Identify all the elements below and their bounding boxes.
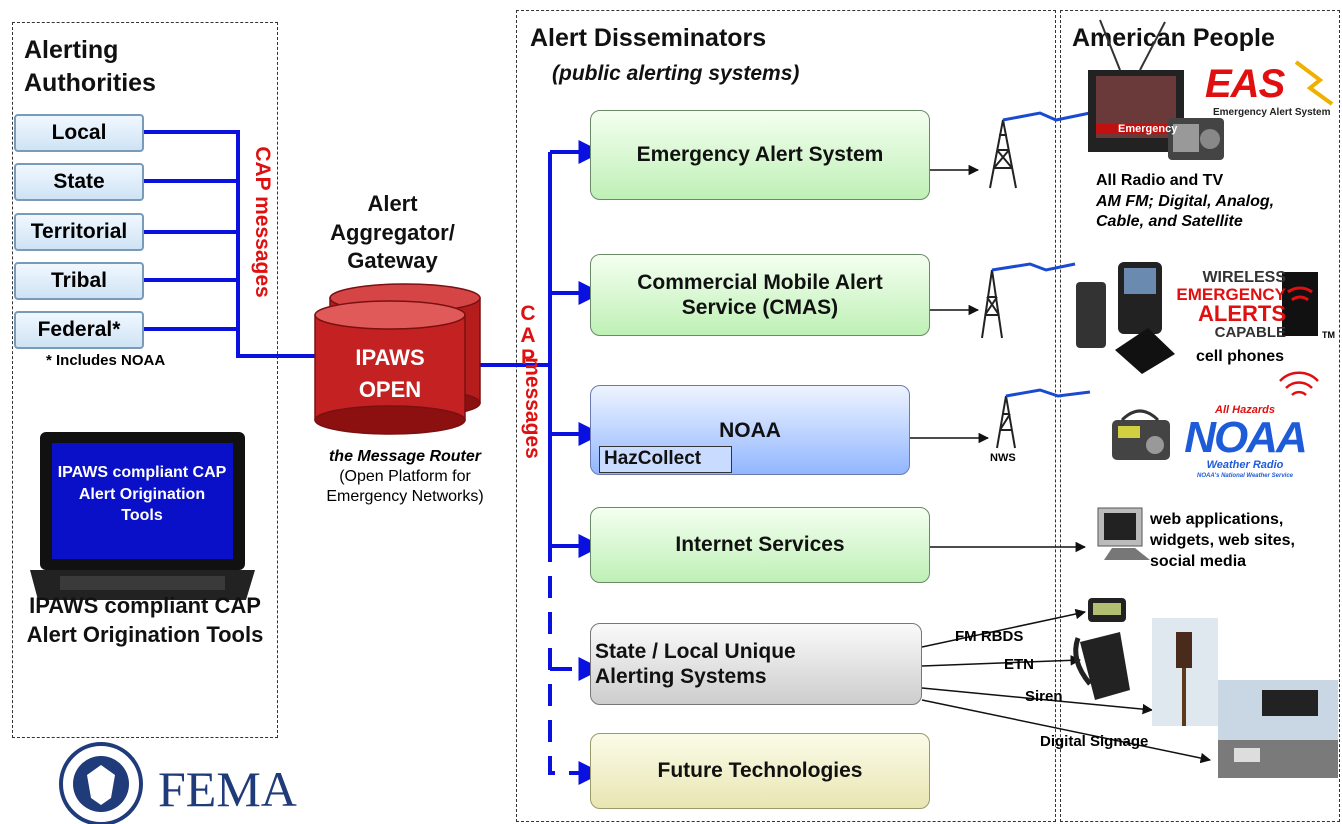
ipaws-label: IPAWS bbox=[355, 345, 425, 370]
channel-fm-rbds: FM RBDS bbox=[955, 628, 1024, 645]
noaa-logo-mid: Weather Radio bbox=[1206, 459, 1284, 471]
wea-line-1: WIRELESS bbox=[1202, 269, 1286, 286]
authority-state: State bbox=[14, 163, 144, 201]
computer-icon bbox=[1097, 507, 1150, 560]
noaa-weather-radio-logo: All Hazards NOAA Weather Radio NOAA's Na… bbox=[1180, 404, 1310, 480]
noaa-radio-waves-icon bbox=[1279, 371, 1319, 396]
service-arrows bbox=[550, 140, 603, 558]
digital-sign-photo bbox=[1218, 680, 1338, 778]
open-label: OPEN bbox=[358, 376, 422, 402]
message-router-label: the Message Router bbox=[328, 448, 482, 465]
ipaws-cylinder bbox=[314, 283, 481, 435]
tower-icons bbox=[981, 119, 1017, 449]
tv-output-title: All Radio and TV bbox=[1096, 172, 1224, 189]
service-future-technologies: Future Technologies bbox=[590, 733, 930, 809]
fema-wordmark: FEMA bbox=[158, 761, 297, 817]
people-title: American People bbox=[1072, 24, 1275, 52]
channel-etn: ETN bbox=[1004, 656, 1034, 673]
service-label: Internet Services bbox=[675, 533, 845, 557]
service-label: NOAA bbox=[719, 419, 781, 442]
authority-tribal: Tribal bbox=[14, 262, 144, 300]
disseminators-subtitle: (public alerting systems) bbox=[552, 62, 800, 85]
cap-label-upright: CAP bbox=[520, 302, 536, 369]
american-people-panel bbox=[1060, 10, 1340, 822]
noaa-logo-top: All Hazards bbox=[1215, 404, 1275, 416]
wea-line-3: ALERTS bbox=[1198, 301, 1286, 326]
authority-local: Local bbox=[14, 114, 144, 152]
authority-territorial: Territorial bbox=[14, 213, 144, 251]
service-emergency-alert-system: Emergency Alert System bbox=[590, 110, 930, 200]
service-label: Commercial Mobile Alert Service (CMAS) bbox=[637, 270, 883, 319]
authority-federal: Federal* bbox=[14, 311, 144, 349]
noaa-logo-text: NOAA bbox=[1184, 413, 1308, 462]
router-description: (Open Platform for Emergency Networks) bbox=[326, 468, 484, 505]
cap-messages-label-vertical: CAP messages bbox=[251, 146, 274, 298]
weather-radio-icon bbox=[1112, 409, 1170, 460]
channel-siren: Siren bbox=[1025, 688, 1063, 705]
signal-zigzags bbox=[991, 111, 1091, 398]
authorities-note: * Includes NOAA bbox=[46, 352, 166, 369]
nws-label: NWS bbox=[990, 452, 1016, 464]
service-internet: Internet Services bbox=[590, 507, 930, 583]
tv-banner-text: Emergency bbox=[1118, 123, 1178, 135]
service-cmas: Commercial Mobile Alert Service (CMAS) bbox=[590, 254, 930, 336]
wea-line-4: CAPABLE bbox=[1214, 324, 1286, 341]
tv-output-detail: AM FM; Digital, Analog, Cable, and Satel… bbox=[1096, 193, 1275, 230]
eas-lightning-icon bbox=[1294, 60, 1334, 106]
eas-logo-subtitle: Emergency Alert System bbox=[1213, 107, 1331, 118]
radio-icon bbox=[1168, 118, 1224, 160]
desk-phone-icon bbox=[1073, 632, 1130, 700]
service-noaa: NOAA HazCollect bbox=[590, 385, 910, 475]
wea-trademark: TM bbox=[1322, 330, 1335, 340]
eas-logo: EAS Emergency Alert System bbox=[1205, 62, 1330, 118]
channel-digital-signage: Digital Signage bbox=[1040, 733, 1149, 750]
service-label: State / Local Unique Alerting Systems bbox=[595, 639, 796, 688]
service-label: Future Technologies bbox=[657, 759, 863, 783]
service-state-local: State / Local Unique Alerting Systems bbox=[590, 623, 922, 705]
alert-disseminators-panel bbox=[516, 10, 1056, 822]
phones-caption: cell phones bbox=[1196, 348, 1285, 365]
phones-icon bbox=[1076, 262, 1175, 374]
hazcollect-label: HazCollect bbox=[599, 446, 733, 473]
web-output-caption: web applications, widgets, web sites, so… bbox=[1150, 511, 1295, 570]
wea-logo: WIRELESS EMERGENCY ALERTS CAPABLE bbox=[1168, 269, 1286, 341]
messages-label-vertical: messages bbox=[521, 357, 544, 459]
wea-antenna-icon bbox=[1282, 272, 1318, 336]
service-label: Emergency Alert System bbox=[636, 143, 884, 167]
alerting-authorities-panel bbox=[12, 22, 278, 738]
laptop-screen-text: IPAWS compliant CAP Alert Origination To… bbox=[57, 464, 227, 525]
noaa-logo-sub: NOAA's National Weather Service bbox=[1196, 473, 1293, 479]
authorities-title: Alerting Authorities bbox=[24, 36, 156, 97]
eas-logo-text: EAS bbox=[1205, 62, 1285, 106]
aggregator-title: Alert Aggregator/ Gateway bbox=[330, 191, 455, 274]
pager-icon bbox=[1088, 598, 1126, 622]
laptop-illustration bbox=[30, 432, 255, 600]
authority-connectors bbox=[144, 130, 552, 540]
siren-photo bbox=[1152, 618, 1218, 726]
disseminators-title: Alert Disseminators bbox=[530, 24, 767, 52]
laptop-caption: IPAWS compliant CAP Alert Origination To… bbox=[26, 593, 264, 647]
wea-line-2: EMERGENCY bbox=[1176, 285, 1286, 304]
dhs-seal-icon bbox=[59, 742, 143, 824]
ipaws-open-label: IPAWS OPEN bbox=[315, 342, 465, 406]
